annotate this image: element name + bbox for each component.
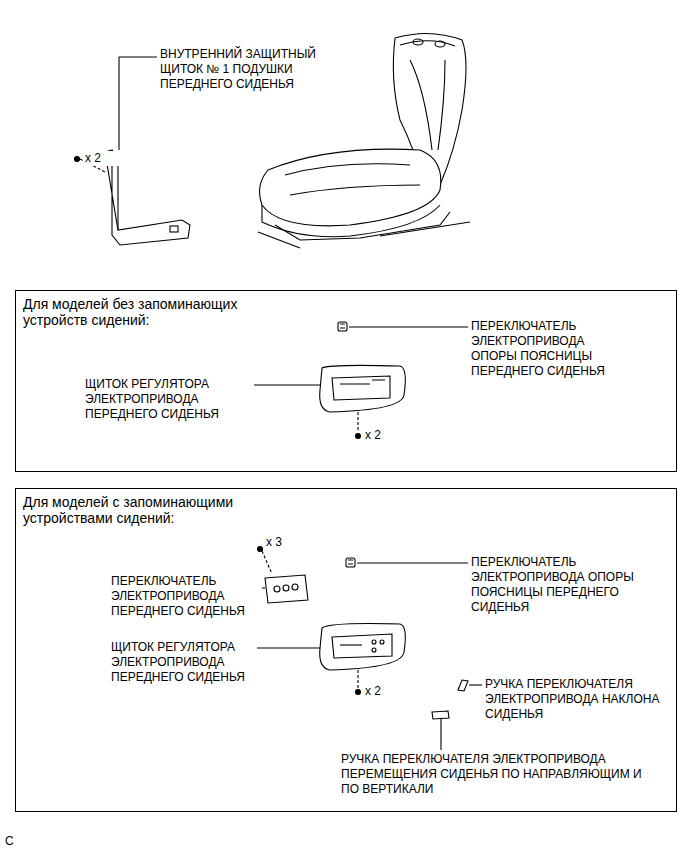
box-heading: Для моделей с запоминающими устройствами… bbox=[23, 494, 293, 526]
leader-line bbox=[118, 57, 119, 150]
part-name: ПЕРЕКЛЮЧАТЕЛЬ ЭЛЕКТРОПРИВОДА ОПОРЫ ПОЯСН… bbox=[470, 555, 670, 615]
leader-line bbox=[440, 719, 441, 750]
part-name: РУЧКА ПЕРЕКЛЮЧАТЕЛЯ ЭЛЕКТРОПРИВОДА ПЕРЕМ… bbox=[340, 752, 662, 797]
quantity-note: x 2 bbox=[364, 428, 406, 443]
quantity-note: x 2 bbox=[84, 151, 126, 166]
part-name: ПЕРЕКЛЮЧАТЕЛЬ ЭЛЕКТРОПРИВОДА ОПОРЫ ПОЯСН… bbox=[470, 319, 622, 379]
screw bbox=[356, 434, 361, 439]
adjuster-panel bbox=[320, 624, 406, 671]
screw bbox=[356, 690, 361, 695]
screw bbox=[75, 157, 80, 162]
part-name: ПЕРЕКЛЮЧАТЕЛЬ ЭЛЕКТРОПРИВОДА ПЕРЕДНЕГО С… bbox=[110, 574, 262, 619]
part-name: ВНУТРЕННИЙ ЗАЩИТНЫЙ ЩИТОК № 1 ПОДУШКИ ПЕ… bbox=[159, 47, 341, 92]
quantity-note: C bbox=[4, 834, 26, 849]
screw-axis bbox=[262, 551, 272, 574]
quantity-note: x 3 bbox=[265, 535, 307, 550]
part-name: ЩИТОК РЕГУЛЯТОРА ЭЛЕКТРОПРИВОДА ПЕРЕДНЕГ… bbox=[84, 377, 254, 422]
leader-line bbox=[254, 384, 320, 385]
screw-axis bbox=[357, 412, 358, 432]
leader-line bbox=[256, 647, 320, 648]
box-heading: Для моделей без запоминающих устройств с… bbox=[23, 296, 293, 328]
slide-knob bbox=[432, 711, 449, 719]
adjuster-panel bbox=[320, 365, 406, 412]
leader-line bbox=[349, 326, 468, 327]
leader-line bbox=[469, 684, 482, 685]
screw-axis bbox=[357, 670, 358, 688]
recline-knob bbox=[458, 680, 468, 691]
lumbar-switch bbox=[338, 322, 347, 331]
part-name: ЩИТОК РЕГУЛЯТОРА ЭЛЕКТРОПРИВОДА ПЕРЕДНЕГ… bbox=[110, 640, 257, 685]
seat-switch bbox=[265, 575, 308, 603]
screw bbox=[258, 547, 263, 552]
part-name: РУЧКА ПЕРЕКЛЮЧАТЕЛЯ ЭЛЕКТРОПРИВОДА НАКЛО… bbox=[484, 677, 676, 722]
lumbar-switch bbox=[346, 558, 355, 567]
quantity-note: x 2 bbox=[364, 684, 406, 699]
leader-line bbox=[357, 562, 468, 563]
leader-line bbox=[119, 56, 157, 57]
